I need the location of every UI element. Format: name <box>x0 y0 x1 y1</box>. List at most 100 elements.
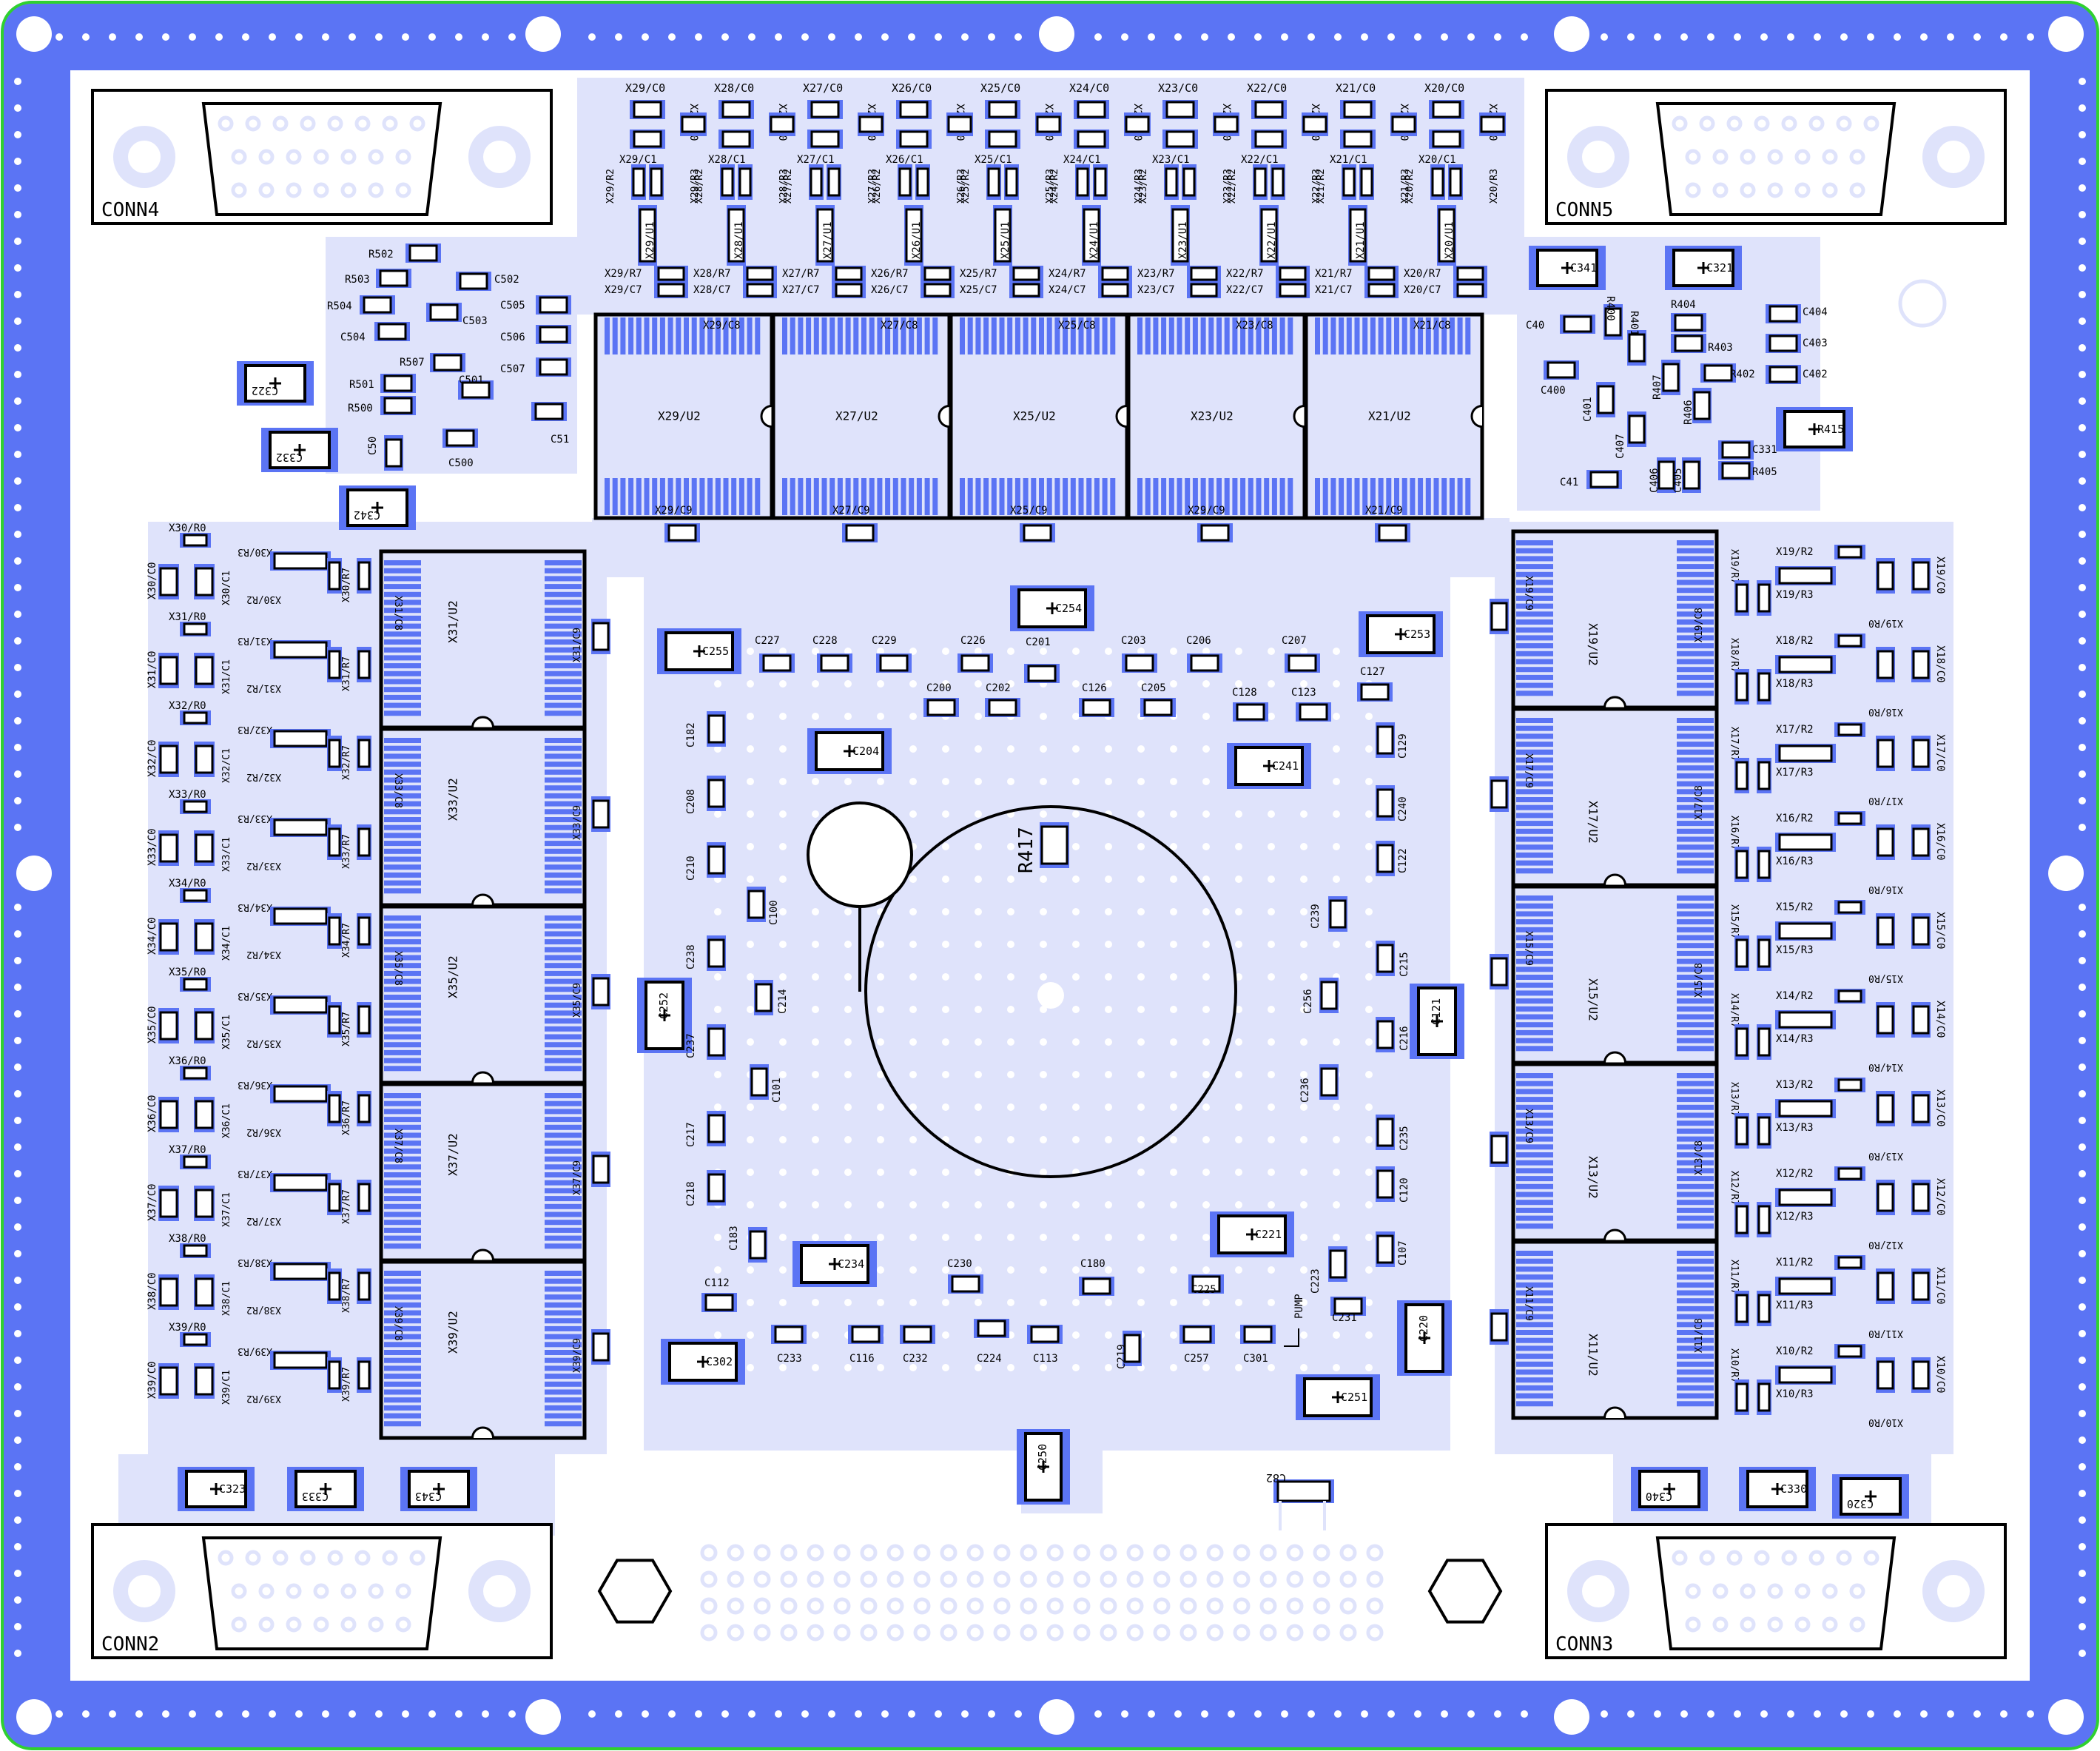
thermal-via <box>1268 941 1275 948</box>
thermal-via <box>1235 843 1242 850</box>
ic-pin <box>545 1357 582 1363</box>
via <box>395 1616 411 1633</box>
connector-label: CONN3 <box>1555 1633 1613 1656</box>
ic-pin <box>1677 1006 1714 1012</box>
via <box>1863 115 1879 132</box>
component-outline <box>433 354 462 372</box>
silkscreen-label: X21/U1 <box>1355 221 1367 259</box>
smd-component <box>158 919 179 955</box>
component-outline <box>1778 1366 1833 1384</box>
ic-pin <box>1516 852 1553 858</box>
component-outline <box>1101 266 1129 281</box>
smd-component <box>1302 112 1328 136</box>
ic-pin <box>999 317 1005 354</box>
ic-pin <box>1023 317 1029 354</box>
via <box>1767 1616 1783 1633</box>
silkscreen-label: X28/C7 <box>693 284 731 296</box>
silkscreen-label: X10/R3 <box>1776 1388 1814 1400</box>
ic-pin <box>545 745 582 751</box>
thermal-via <box>1007 941 1014 948</box>
ic-pin <box>384 1365 421 1371</box>
smd-component <box>1734 935 1749 971</box>
component-outline <box>461 381 491 399</box>
thermal-via <box>942 810 949 818</box>
edge-via <box>1894 33 1901 41</box>
ic-pin <box>991 478 997 515</box>
thermal-via <box>812 713 819 720</box>
ic-pin <box>1007 478 1013 515</box>
ic-pin <box>1677 860 1714 866</box>
component-outline <box>592 622 610 651</box>
thermal-via <box>779 680 787 688</box>
silkscreen-label: C506 <box>500 332 525 343</box>
thermal-via <box>1170 973 1177 981</box>
ic-pin <box>545 848 582 854</box>
thermal-via <box>1170 1103 1177 1111</box>
smd-component <box>357 558 371 594</box>
ic-pin <box>1110 317 1116 354</box>
polarized-capacitor: C250 <box>1017 1429 1070 1505</box>
silkscreen-label: X26/C7 <box>871 284 909 296</box>
thermal-via <box>812 1299 819 1306</box>
via <box>993 1624 1011 1641</box>
thermal-via <box>747 843 754 850</box>
thermal-via <box>844 1299 852 1306</box>
ic-label: X23/U2 <box>1191 409 1234 423</box>
ic-pin <box>1677 1305 1714 1311</box>
ic-pin <box>1070 317 1076 354</box>
thermal-via <box>1202 1234 1210 1241</box>
via <box>1179 1570 1197 1588</box>
thermal-via <box>942 1038 949 1046</box>
ic-pin <box>545 655 582 661</box>
component-outline <box>1125 654 1154 672</box>
thermal-via <box>1040 908 1047 915</box>
thermal-via <box>1007 973 1014 981</box>
ic-pin <box>1677 1337 1714 1343</box>
ic-pin <box>1677 903 1714 909</box>
polarized-capacitor: C340 <box>1631 1467 1708 1511</box>
smd-component <box>832 282 866 298</box>
smd-component <box>1276 266 1310 282</box>
component-outline <box>183 800 208 813</box>
plus-marker <box>1663 1483 1675 1495</box>
ic-pin <box>829 478 835 515</box>
edge-via <box>2079 957 2086 964</box>
edge-via <box>14 78 21 85</box>
thermal-via <box>1333 1103 1340 1111</box>
plus-marker <box>1431 1015 1443 1027</box>
ic-block: X33/U2 <box>379 727 587 907</box>
ic-pin <box>652 317 658 354</box>
thermal-via <box>1072 1299 1080 1306</box>
edge-via <box>14 344 21 352</box>
component-outline <box>835 266 863 281</box>
edge-via <box>1601 33 1608 41</box>
capacitor-label: C221 <box>1255 1228 1282 1241</box>
ic-pin <box>545 1243 582 1249</box>
plus-marker <box>1771 1483 1783 1495</box>
ic-pin <box>1322 478 1328 515</box>
component-outline <box>1376 844 1394 873</box>
edge-via <box>14 184 21 192</box>
smd-component <box>915 164 930 200</box>
thermal-via <box>1170 1234 1177 1241</box>
ic-notch <box>1603 1051 1626 1063</box>
component-outline <box>1376 1169 1394 1199</box>
component-outline <box>1877 739 1894 768</box>
edge-via <box>2079 78 2086 85</box>
smd-component <box>1911 1357 1931 1393</box>
component-outline <box>898 167 912 197</box>
component-outline <box>1768 305 1798 323</box>
ic-pin <box>1516 990 1553 996</box>
thermal-via <box>1072 810 1080 818</box>
edge-via <box>2079 1170 2086 1177</box>
ic-pin <box>384 801 421 807</box>
edge-via <box>14 797 21 804</box>
edge-via <box>2079 557 2086 565</box>
ic-pin <box>545 915 582 921</box>
edge-via <box>668 33 676 41</box>
silkscreen-label: C500 <box>448 457 474 469</box>
edge-via <box>1973 33 1981 41</box>
thermal-via <box>1300 648 1308 655</box>
capacitor-label: C255 <box>702 645 729 658</box>
